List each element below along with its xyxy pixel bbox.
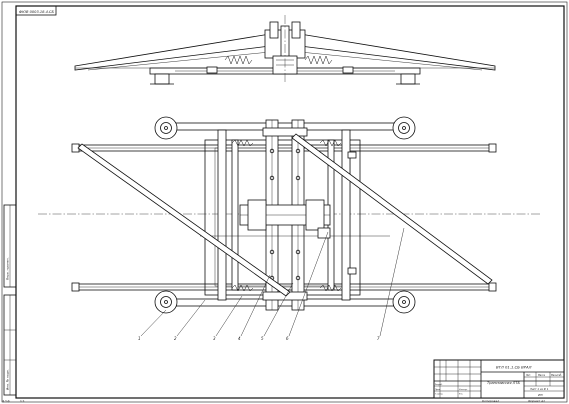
sheet-info: Лист 1 из Ф 1: [529, 387, 549, 391]
wheel-top-left: [154, 116, 178, 140]
plan-view: [38, 116, 540, 314]
format-label: Формат А1: [528, 399, 545, 403]
callout-4: 4: [238, 336, 241, 341]
role-developer: Разраб.: [435, 383, 443, 386]
role-tech-control: Т.контр.: [435, 393, 444, 395]
drawing-name: Трансмиссия ЛТБ: [487, 381, 521, 385]
side-stamp-bottom-label: Инв. № подл.: [6, 369, 10, 390]
stamp-code: ФЮВ 0003.18.4.СБ: [19, 10, 55, 14]
stamp-box: ФЮВ 0003.18.4.СБ: [15, 5, 57, 16]
column-lit: Лит.: [526, 374, 531, 377]
copied-label: Копировал: [482, 399, 499, 403]
callout-3: 3: [213, 336, 216, 341]
column-scale: Масштаб: [551, 374, 562, 377]
side-stamp-top-label: Перв. примен.: [6, 257, 10, 280]
callout-6: 6: [286, 336, 289, 341]
callout-7: 7: [377, 336, 380, 341]
callout-2: 2: [174, 336, 177, 341]
role-approved: Утв.: [459, 393, 463, 395]
title-block: ВТЛ 01.1.СБ ВРАЛ Трансмиссия ЛТБ Лит. Ма…: [433, 359, 565, 399]
organization: ИГУ: [538, 393, 543, 397]
callout-labels: 1 2 3 4 5 6 7: [138, 336, 380, 341]
watermark: ф.3.ф: [2, 399, 11, 403]
callout-5: 5: [261, 336, 264, 341]
leaders: [140, 227, 405, 337]
role-norm-control: Н.контр.: [459, 389, 468, 391]
role-checker: Пров.: [435, 389, 441, 391]
side-stamp: Перв. примен. Инв. № подл.: [3, 204, 17, 396]
wheel-bottom-left: [154, 290, 178, 314]
column-mass: Масса: [538, 374, 546, 377]
wheel-top-right: [392, 116, 416, 140]
wheel-bottom-right: [392, 290, 416, 314]
document-code: ВТЛ 01.1.СБ ВРАЛ: [496, 365, 532, 370]
page-marker: 1:1: [20, 399, 25, 403]
callout-1: 1: [138, 336, 141, 341]
front-view: [74, 15, 496, 85]
